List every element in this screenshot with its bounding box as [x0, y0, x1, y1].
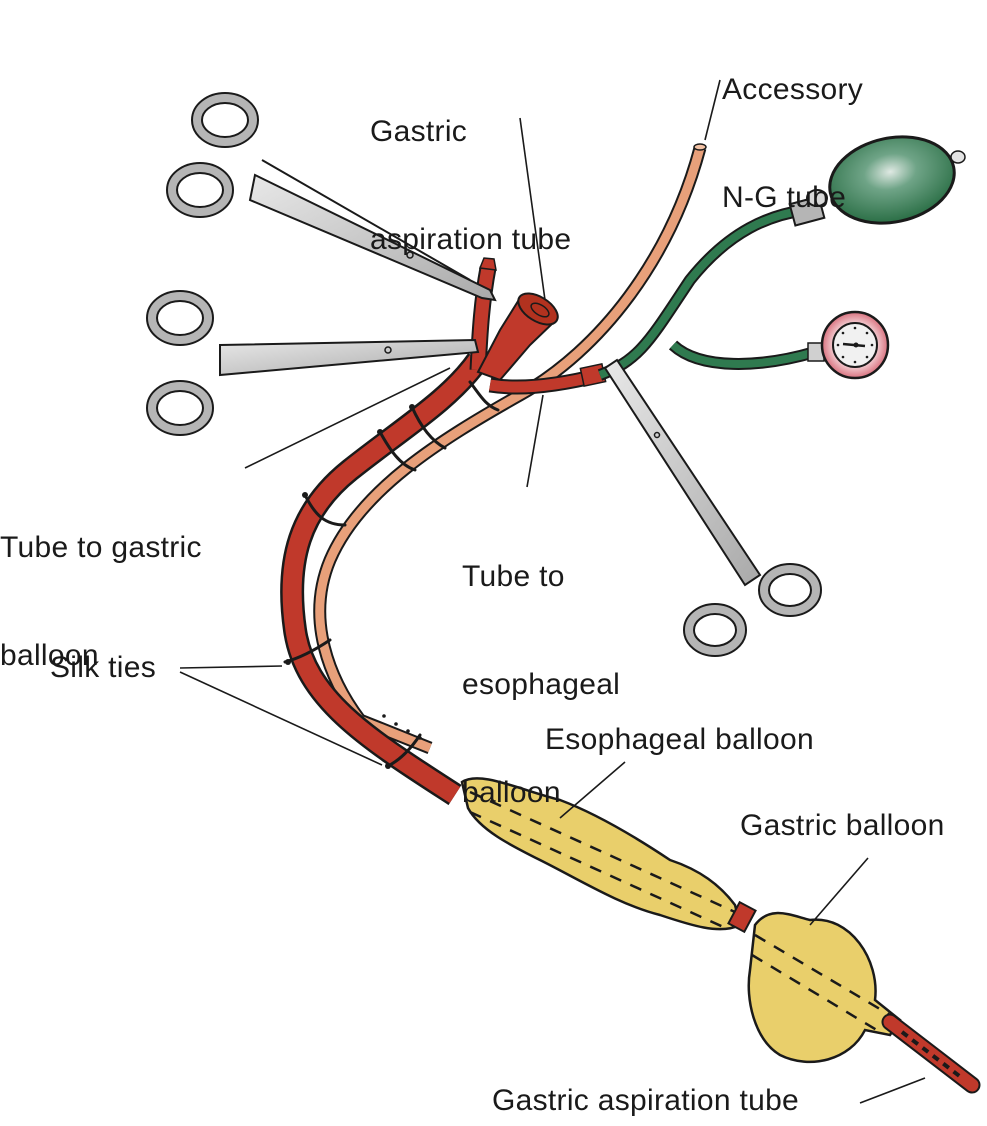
- leader-tube-esophageal-balloon: [526, 394, 544, 488]
- label-line: Gastric: [370, 115, 468, 148]
- label-line: N-G tube: [722, 181, 847, 214]
- label-esophageal-balloon: Esophageal balloon: [545, 723, 814, 756]
- label-line: esophageal: [462, 668, 621, 701]
- label-line: aspiration tube: [370, 223, 572, 256]
- leader-gastric-aspiration-top: [519, 117, 546, 301]
- inflation-bulb: [828, 135, 956, 225]
- label-gastric-aspiration-tube-top: Gastric aspiration tube: [370, 42, 571, 330]
- leader-gastric-balloon: [809, 857, 869, 926]
- balloon-connector-band: [727, 900, 757, 934]
- silk-ties: [283, 380, 500, 769]
- label-accessory-ng-tube: Accessory N-G tube: [722, 0, 863, 288]
- label-gastric-balloon: Gastric balloon: [740, 809, 945, 842]
- leader-accessory-ng: [704, 79, 721, 141]
- leader-gastric-aspiration-bottom: [859, 1077, 926, 1104]
- leader-tube-gastric-balloon: [244, 367, 451, 469]
- label-silk-ties: Silk ties: [50, 651, 157, 684]
- label-line: Tube to: [462, 560, 565, 593]
- label-line: Tube to gastric: [0, 531, 202, 564]
- leader-lines: [179, 79, 926, 1104]
- label-line: Accessory: [722, 73, 864, 106]
- label-tube-to-esophageal-balloon: Tube to esophageal balloon: [462, 487, 620, 883]
- valve-connector: [788, 189, 828, 227]
- hemostat-upper: [166, 92, 497, 302]
- leader-silk-tie-2: [179, 671, 383, 766]
- pressure-gauge: [807, 310, 890, 380]
- leader-esophageal-balloon: [559, 761, 626, 819]
- gastric-balloon: [747, 911, 902, 1064]
- leader-silk-tie-1: [179, 665, 283, 669]
- hemostat-lower: [146, 290, 480, 436]
- main-red-tube: [280, 257, 607, 806]
- label-line: balloon: [0, 639, 99, 672]
- hemostat-right: [603, 358, 822, 657]
- label-gastric-aspiration-tube-bottom: Gastric aspiration tube: [492, 1084, 800, 1117]
- gastric-aspiration-tube-tip: [881, 1013, 981, 1094]
- label-tube-to-gastric-balloon: Tube to gastric balloon: [0, 458, 202, 746]
- label-line: balloon: [462, 776, 561, 809]
- inflation-set: [597, 135, 966, 381]
